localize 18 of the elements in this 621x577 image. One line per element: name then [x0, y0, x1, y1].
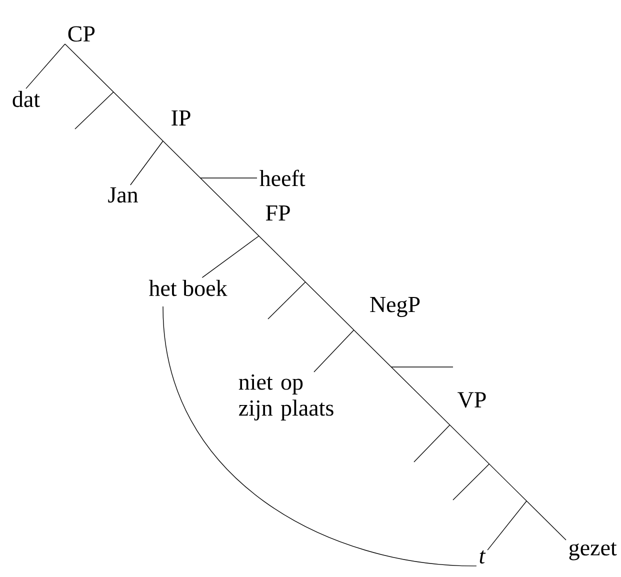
tree-branch — [130, 140, 164, 186]
tree-branch — [202, 236, 260, 278]
tree-branch — [487, 500, 527, 550]
tree-label: heeft — [260, 170, 306, 186]
tree-branch — [314, 330, 354, 372]
tree-branch — [26, 44, 66, 89]
tree-label: Jan — [108, 187, 138, 203]
category-label: NegP — [370, 296, 420, 318]
tree-label: dat — [12, 90, 40, 108]
category-label: VP — [458, 392, 486, 408]
tree-label: CP — [68, 26, 95, 42]
tree-label: t — [480, 550, 486, 564]
category-label: FP — [266, 205, 290, 221]
tree-label: niet op zijn plaats — [238, 374, 334, 420]
tree-spine — [64, 44, 566, 540]
tree-label: het boek — [148, 280, 228, 296]
tree-label: gezet — [569, 542, 617, 560]
category-label: IP — [172, 110, 190, 126]
